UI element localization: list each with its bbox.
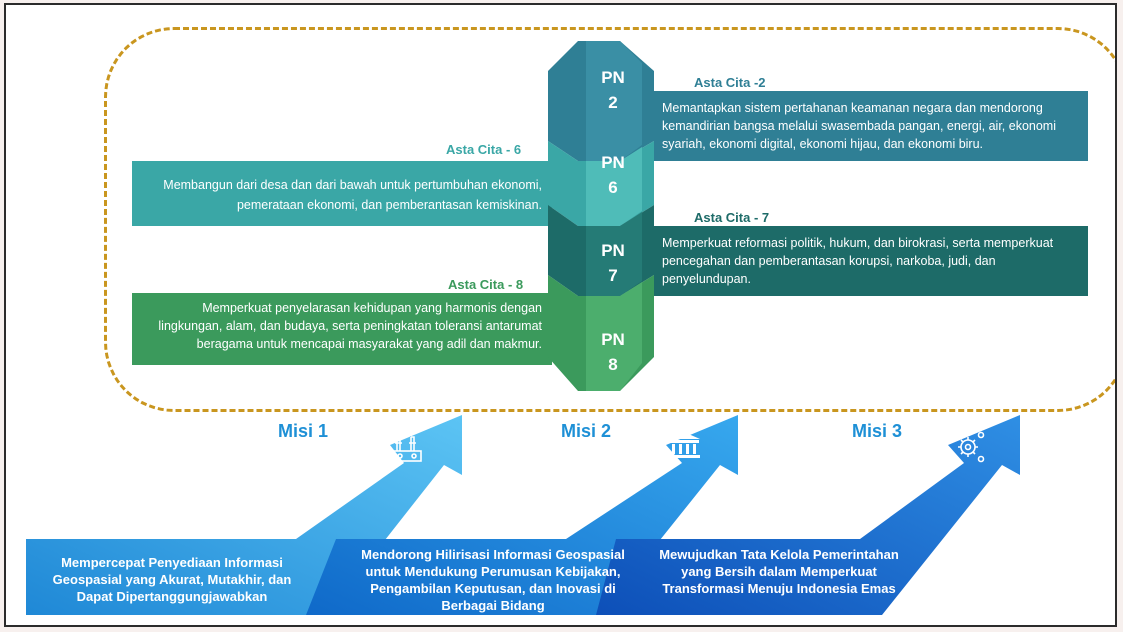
asta-cita-group-border bbox=[104, 27, 1115, 412]
asta-cita-2-title: Asta Cita -2 bbox=[694, 75, 766, 90]
misi-3-text: Mewujudkan Tata Kelola Pemerintahan yang… bbox=[659, 547, 899, 596]
asta-cita-7-band: Memperkuat reformasi politik, hukum, dan… bbox=[654, 226, 1088, 296]
pillar-segment-pn8-face bbox=[586, 282, 642, 391]
diagram-shapes bbox=[26, 41, 1020, 615]
misi-2-title: Misi 2 bbox=[561, 421, 612, 441]
asta-cita-2-band: Memantapkan sistem pertahanan keamanan n… bbox=[654, 91, 1088, 161]
network-gear-icon bbox=[951, 431, 985, 463]
asta-cita-8-band: Memperkuat penyelarasan kehidupan yang h… bbox=[132, 293, 552, 365]
diagram-frame: Memantapkan sistem pertahanan keamanan n… bbox=[4, 3, 1117, 627]
pillar-segment-pn7-face bbox=[586, 212, 642, 296]
asta-cita-6-band: Membangun dari desa dan dari bawah untuk… bbox=[132, 161, 552, 226]
misi-3-title: Misi 3 bbox=[852, 421, 903, 441]
asta-cita-7-title: Asta Cita - 7 bbox=[694, 210, 770, 225]
misi-1-title: Misi 1 bbox=[278, 421, 329, 441]
pillar-segment-pn2-face bbox=[586, 41, 642, 161]
misi-3-arrow bbox=[596, 415, 1020, 615]
asta-cita-8-title: Asta Cita - 8 bbox=[448, 277, 524, 292]
government-building-icon bbox=[668, 432, 700, 458]
industry-icon bbox=[392, 436, 422, 462]
misi-2-text: Mendorong Hilirisasi Informasi Geospasia… bbox=[361, 547, 625, 613]
misi-1-text: Mempercepat Penyediaan Informasi Geospas… bbox=[52, 555, 292, 604]
asta-cita-6-title: Asta Cita - 6 bbox=[446, 142, 522, 157]
pillar-segment-pn6-face bbox=[586, 147, 642, 226]
